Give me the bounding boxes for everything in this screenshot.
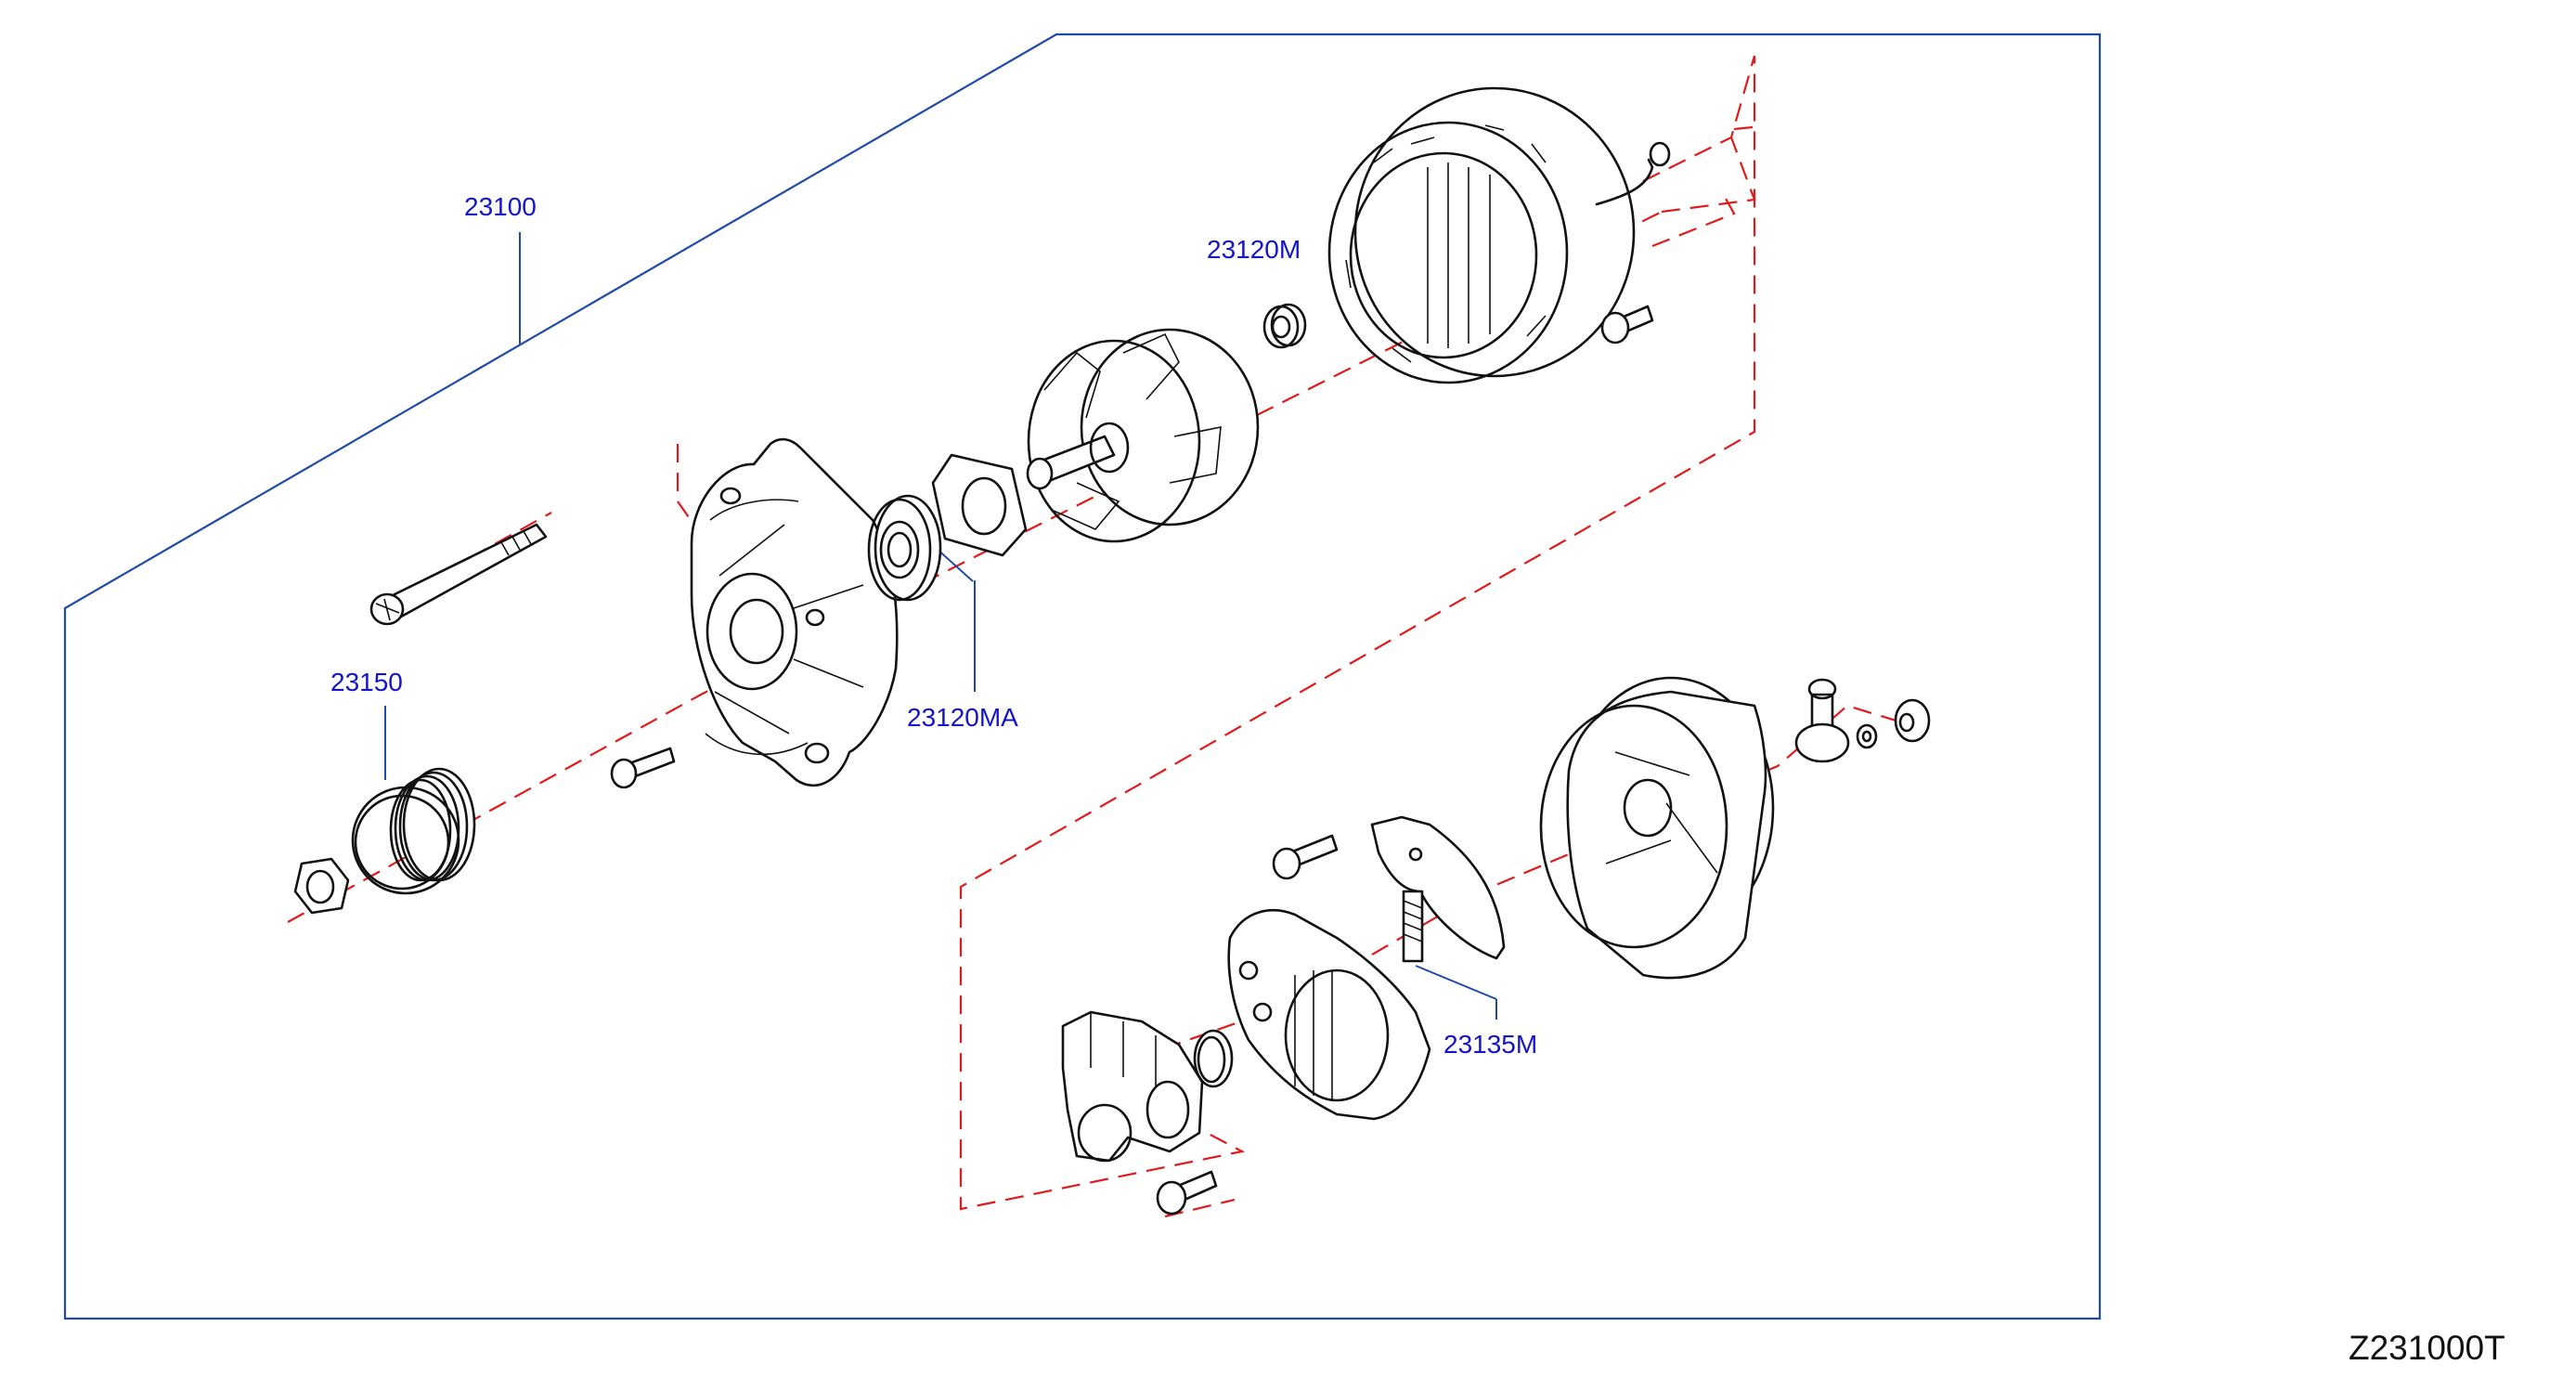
callout-leaders xyxy=(384,232,1497,1020)
assembly-frame xyxy=(63,32,2102,1320)
housing-bolt xyxy=(610,747,676,789)
cover-bolt xyxy=(1272,834,1339,880)
rectifier xyxy=(1227,909,1431,1121)
callout-pulley: 23150 xyxy=(330,668,403,696)
callout-rear-bearing: 23120M xyxy=(1207,235,1301,264)
callout-front-bearing: 23120MA xyxy=(907,703,1018,732)
rear-housing xyxy=(1539,676,1775,980)
stator xyxy=(1327,86,1671,384)
brush xyxy=(1402,890,1424,963)
front-housing xyxy=(690,437,899,787)
o-ring xyxy=(1193,1029,1234,1088)
rectifier-cover xyxy=(1370,815,1506,960)
callout-alternator-assy: 23100 xyxy=(464,192,537,221)
terminal-washer xyxy=(1856,723,1878,749)
pulley-nut xyxy=(293,857,350,915)
rotor xyxy=(1026,328,1260,543)
drawing-id: Z231000T xyxy=(2349,1329,2505,1367)
callout-brush: 23135M xyxy=(1443,1030,1537,1059)
stator-bolt xyxy=(1600,305,1654,344)
terminal-bolt xyxy=(1794,678,1850,763)
through-bolt xyxy=(369,523,548,626)
terminal-nut xyxy=(1894,698,1931,743)
rear-bearing xyxy=(1262,303,1307,349)
regulator-bolt xyxy=(1156,1170,1218,1216)
front-bearing xyxy=(867,494,963,602)
voltage-regulator xyxy=(1061,1010,1204,1163)
pulley xyxy=(351,767,476,895)
bearing-retainer-plate xyxy=(931,453,1028,557)
